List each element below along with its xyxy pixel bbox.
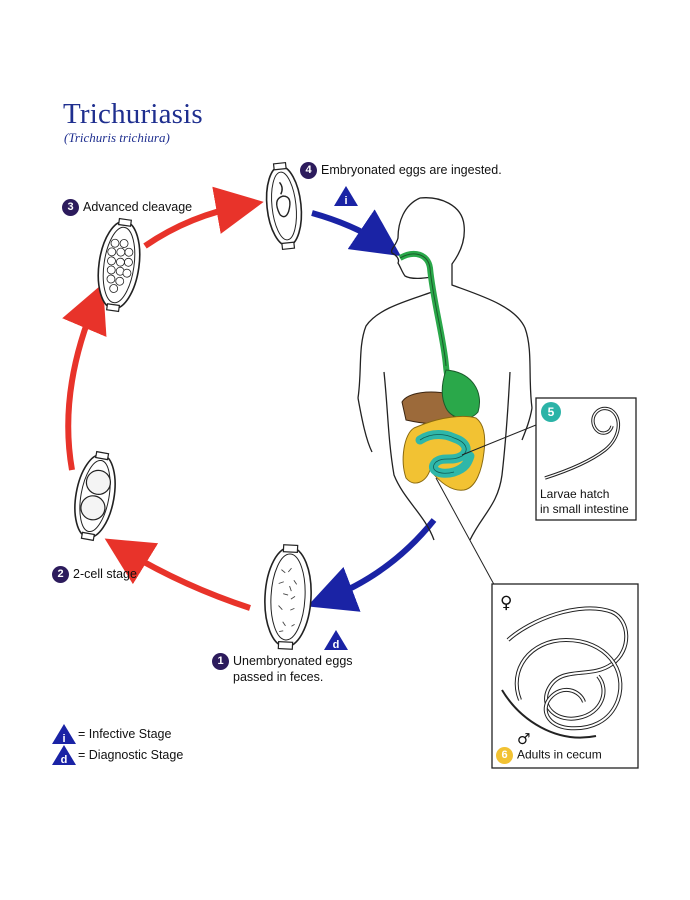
diagnostic-marker: d [324,630,348,651]
legend-diagnostic-letter: d [61,754,68,766]
egg-unembryonated [264,544,312,650]
infective-marker-letter: i [344,195,347,207]
arrow-egg1-to-egg2 [104,538,251,611]
stage-2-badge: 2 [52,566,69,583]
pointer-cecum [435,477,498,591]
stage-5-badge: 5 [541,402,561,422]
infective-marker: i [334,186,358,207]
egg-advanced-cleavage [97,217,141,313]
arrow-excretion [307,518,437,612]
stage-4-badge: 4 [300,162,317,179]
arrow-egg2-to-egg3 [62,283,107,471]
stage-6-badge: 6 [496,747,513,764]
page-title: Trichuriasis [63,98,203,130]
adult-worms [501,606,629,739]
esophagus-outline [399,253,447,367]
digestive-tract [398,250,486,491]
stage-5-badge-wrap: 5 [541,402,565,422]
stage-1-badge: 1 [212,653,229,670]
legend-diagnostic-icon: d [52,745,76,766]
stage-3-badge: 3 [62,199,79,216]
legend-infective-icon: i [52,724,76,745]
page-subtitle: (Trichuris trichiura) [64,130,170,145]
legend-infective-text: = Infective Stage [78,727,172,741]
arrow-egg3-to-egg4 [143,186,264,249]
pointer-small-intestine [461,424,537,456]
human-body-outline [357,197,533,541]
legend-diagnostic-text: = Diagnostic Stage [78,748,184,762]
arrow-ingestion [311,209,401,257]
stomach [441,369,480,419]
egg-embryonated [265,161,303,251]
legend-infective-letter: i [62,733,65,745]
egg-two-cell [74,450,116,542]
diagnostic-marker-letter: d [333,639,340,651]
female-symbol: ♀ [500,593,512,613]
male-symbol: ♂ [517,730,530,748]
